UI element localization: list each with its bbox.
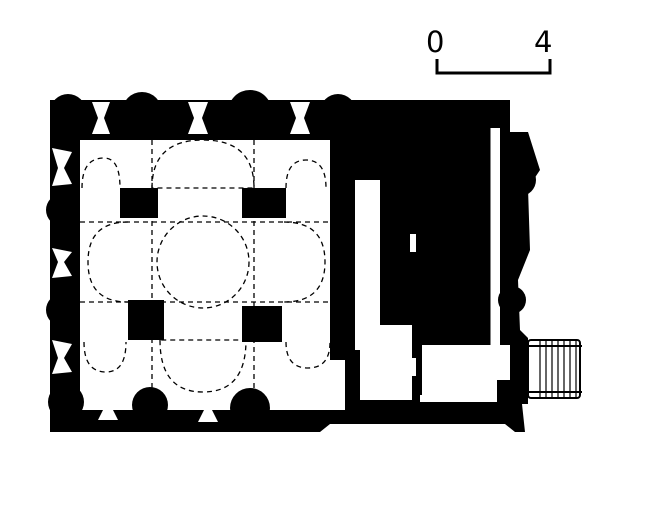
scale-bar-start-label: 0 xyxy=(426,25,444,59)
door-east xyxy=(498,346,506,356)
stair-hall-pier xyxy=(380,180,420,325)
buttress-top-3 xyxy=(228,90,272,134)
stair-treads xyxy=(427,255,486,341)
central-piers xyxy=(120,150,422,395)
nw-corner-vault xyxy=(81,157,121,189)
niche-top-1 xyxy=(92,102,110,134)
buttress-left-2 xyxy=(46,294,78,326)
ne-corner-vault xyxy=(285,159,327,189)
buttress-bottom-2 xyxy=(132,387,168,423)
exterior-staircase xyxy=(527,339,582,399)
niche-top-2 xyxy=(188,102,208,134)
niche-left-1 xyxy=(52,148,72,186)
scale-bar-end-label: 4 xyxy=(534,25,552,59)
stair-hall-floor xyxy=(365,128,510,402)
window-right-1 xyxy=(410,234,416,252)
buttress-top-2 xyxy=(122,92,162,132)
scale-bar-line xyxy=(435,59,552,75)
pier-se xyxy=(242,306,282,342)
ext-stair-treads xyxy=(539,340,577,398)
buttress-bottom-3 xyxy=(230,388,270,428)
vault-lines xyxy=(80,139,331,393)
window-east-1 xyxy=(490,240,496,256)
buttress-top-4 xyxy=(320,94,356,130)
niche-bottom-1 xyxy=(98,396,118,420)
window-right-2 xyxy=(410,358,416,376)
east-semidome xyxy=(283,221,326,303)
se-corner-vault xyxy=(285,341,331,369)
scale-bar: 0 4 xyxy=(426,25,552,75)
niche-left-3 xyxy=(52,340,72,374)
east-wall-thickening xyxy=(330,150,355,360)
ext-stair-frame xyxy=(527,339,581,399)
wall-niches xyxy=(52,102,506,422)
central-dome xyxy=(156,215,250,309)
stair-hall-lower xyxy=(355,180,412,400)
sw-corner-vault xyxy=(83,341,127,373)
stair-landing-block xyxy=(412,345,422,395)
interior-staircase xyxy=(426,128,491,345)
pier-ne xyxy=(242,188,286,218)
buttress-top-1 xyxy=(50,94,86,130)
buttress-left-1 xyxy=(46,194,78,226)
niche-bottom-2 xyxy=(198,400,218,422)
niche-top-3 xyxy=(290,102,310,134)
west-semidome xyxy=(87,221,129,303)
pier-sw xyxy=(128,300,164,340)
niche-left-2 xyxy=(52,248,72,278)
south-semidome xyxy=(159,339,247,393)
buttress-east-2 xyxy=(498,286,526,314)
exterior-buttresses xyxy=(46,90,536,428)
buttress-east-1 xyxy=(504,164,536,196)
buttress-bottom-1 xyxy=(48,384,84,420)
